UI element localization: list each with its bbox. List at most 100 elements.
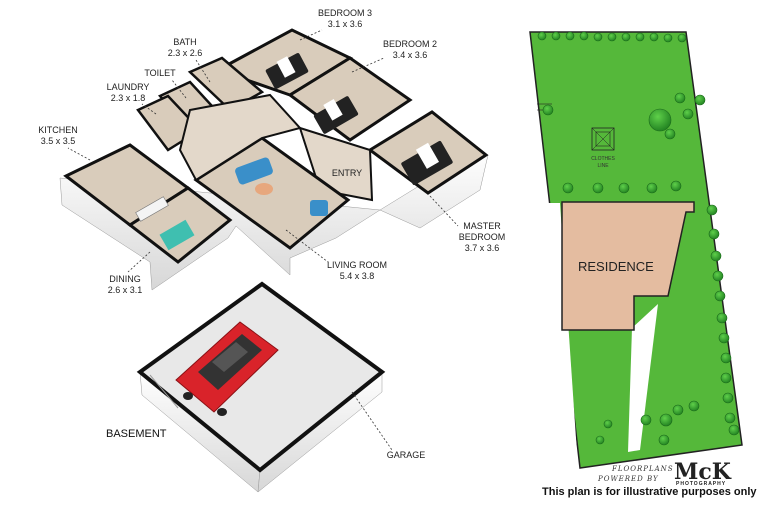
label-basement: BASEMENT [106,428,167,440]
tree-icon [565,31,575,41]
left-path [548,203,578,470]
tree-icon [579,31,589,41]
clothes-line-icon [591,127,615,151]
residence-footprint [561,201,695,331]
dims-bedroom-2: 3.4 x 3.6 [393,50,428,60]
garage-door-edge [149,374,179,409]
tree-icon [649,32,659,42]
right-path [628,304,658,452]
brand-logo-sub: PHOTOGRAPHY [676,481,726,487]
basement-garage: BASEMENT GARAGE [106,281,426,493]
tree-icon [621,32,631,42]
tree-icon [710,250,722,262]
house-floorplan [59,28,489,291]
dims-bath: 2.3 x 2.6 [168,48,203,58]
tree-icon [724,412,736,424]
brand-line-1: FLOORPLANS [611,465,674,473]
dims-master: 3.7 x 3.6 [465,243,500,253]
leader-kitchen [67,147,91,161]
tree-icon [551,31,561,41]
garage-floor [136,281,386,473]
label-bedroom-3: BEDROOM 3 [318,8,372,18]
tree-icon [720,372,732,384]
dims-kitchen: 3.5 x 3.5 [41,136,76,146]
tree-icon [659,413,673,427]
leader-master [429,195,459,227]
label-kitchen: KITCHEN [38,125,78,135]
label-toilet: TOILET [144,68,176,78]
room-labels: BEDROOM 3 3.1 x 3.6 BATH 2.3 x 2.6 BEDRO… [38,8,505,295]
tree-icon [640,414,652,426]
label-laundry: LAUNDRY [107,82,150,92]
tree-icon [664,128,676,140]
brand-line-2: POWERED BY [597,475,659,483]
tree-icon [672,404,684,416]
tree-icon [714,290,726,302]
tree-icon [706,204,718,216]
tree-icon [562,182,574,194]
label-dining: DINING [109,274,141,284]
label-entry: ENTRY [332,168,362,178]
pillow-bedroom-2 [323,99,343,121]
leader-laundry [141,103,157,115]
tree-icon [537,31,547,41]
coffee-table [255,183,273,195]
dims-living-room: 5.4 x 3.8 [340,271,375,281]
leader-dining [127,251,151,273]
tree-icon [618,182,630,194]
tree-icon [658,434,670,446]
tree-icon [708,228,720,240]
armchair [310,200,328,216]
leader-living [285,229,329,263]
tree-icon [694,94,706,106]
label-residence: RESIDENCE [578,259,654,274]
site-plan: CLOTHES LINE RESIDENCE [529,31,743,470]
dims-dining: 2.6 x 3.1 [108,285,143,295]
dining-table [159,219,195,251]
label-master-line1: MASTER [463,221,501,231]
label-living-room: LIVING ROOM [327,260,387,270]
label-bath: BATH [173,37,196,47]
tree-icon [720,352,732,364]
car [175,321,279,416]
bath-floor [187,56,265,112]
tree-icon [595,435,605,445]
tree-icon [542,104,554,116]
tree-icon [592,182,604,194]
disclaimer: This plan is for illustrative purposes o… [542,486,757,498]
label-clothes-line-2: LINE [597,163,609,169]
tree-icon [670,180,682,192]
tree-icon [728,424,740,436]
leader-bath [195,59,211,83]
pillow-master [415,142,440,169]
tree-icon [722,392,734,404]
label-garage: GARAGE [387,450,426,460]
tree-icon [718,332,730,344]
label-clothes-line-1: CLOTHES [591,156,615,162]
tree-icon [646,182,658,194]
tree-icon [607,32,617,42]
pillow-bedroom-3 [276,56,296,78]
tree-icon [677,33,687,43]
tree-icon [682,108,694,120]
tree-icon [593,32,603,42]
label-master-line2: BEDROOM [459,232,506,242]
leader-bedroom-2 [351,57,385,73]
kitchen-counter [135,196,169,222]
tree-icon [688,400,700,412]
hallway-floor [178,93,302,182]
tree-icon [674,92,686,104]
branding: FLOORPLANS POWERED BY McK PHOTOGRAPHY Th… [542,459,757,498]
sofa [235,157,273,185]
tree-icon [603,419,613,429]
tree-icon [712,270,724,282]
dims-bedroom-3: 3.1 x 3.6 [328,19,363,29]
dims-laundry: 2.3 x 1.8 [111,93,146,103]
label-bedroom-2: BEDROOM 2 [383,39,437,49]
trees [537,31,740,446]
tree-icon [648,108,672,132]
tree-icon [716,312,728,324]
brand-logo: McK [674,459,732,485]
tree-icon [663,33,673,43]
